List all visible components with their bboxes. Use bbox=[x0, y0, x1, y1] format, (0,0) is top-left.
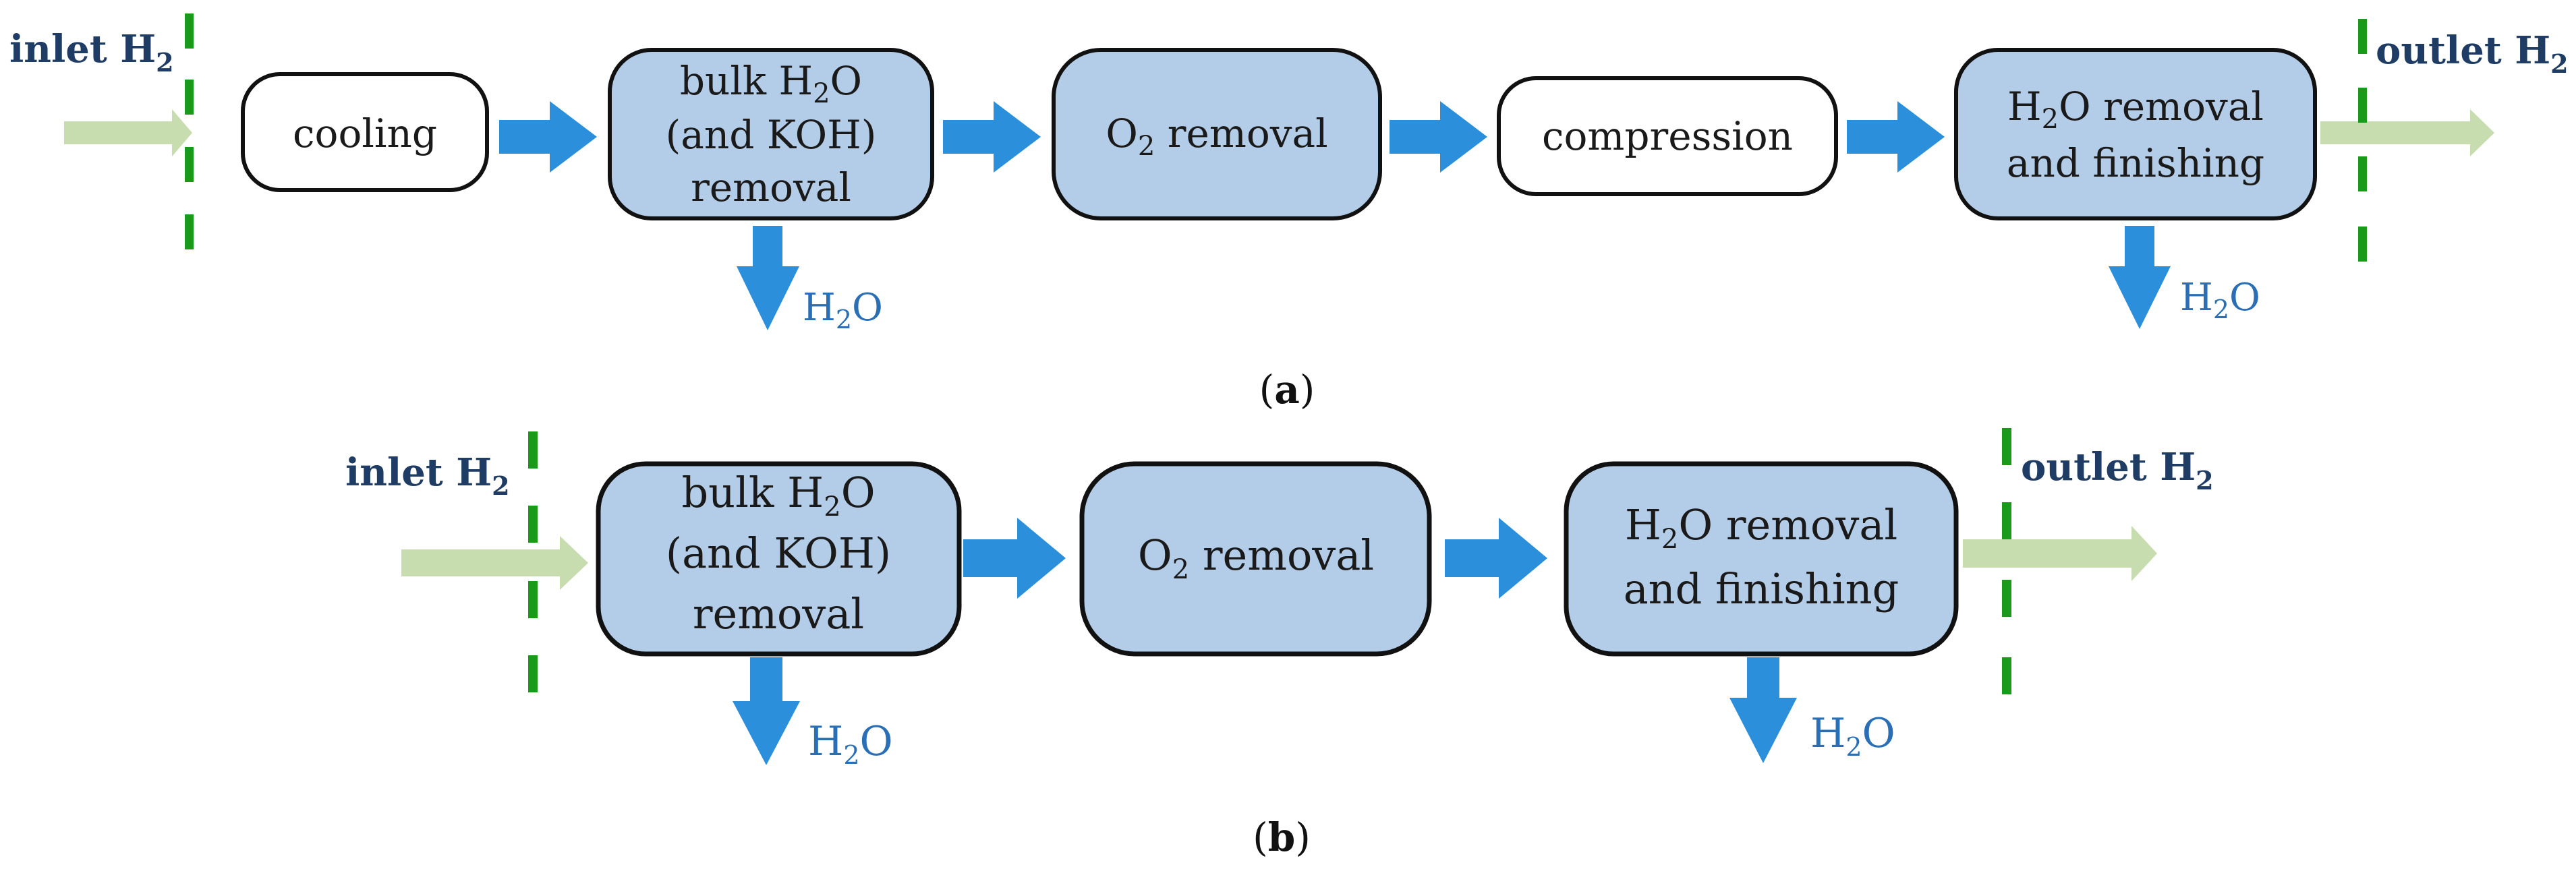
oxygen-removal-box-b: O2 removal bbox=[1079, 461, 1432, 657]
water-label-b2: H2O bbox=[1810, 710, 1895, 762]
outlet-boundary-line-b bbox=[2002, 428, 2011, 694]
finishing-box-a: H2O removal and finishing bbox=[1954, 48, 2317, 220]
diagram-b: inlet H2 bulk H2O (and KOH) removal H2O bbox=[345, 428, 2214, 860]
water-out-arrow-b2 bbox=[1729, 657, 1797, 763]
cooling-box: cooling bbox=[241, 72, 489, 192]
bulk-water-line3-b: removal bbox=[693, 589, 864, 638]
compression-label: compression bbox=[1542, 113, 1793, 159]
bulk-water-line2-b: (and KOH) bbox=[666, 529, 891, 578]
flow-arrow-b2 bbox=[1445, 518, 1547, 599]
oxygen-removal-box-a: O2 removal bbox=[1052, 48, 1382, 220]
water-label-b1: H2O bbox=[808, 718, 893, 770]
caption-a: (a) bbox=[1259, 367, 1315, 413]
flow-arrow-b1 bbox=[963, 518, 1066, 599]
water-out-arrow-b1 bbox=[733, 657, 800, 765]
finishing-line1-b: H2O removal bbox=[1625, 500, 1897, 555]
water-label-a1: H2O bbox=[803, 286, 883, 334]
inlet-label-b: inlet H2 bbox=[345, 450, 510, 501]
outlet-gas-arrow-a bbox=[2320, 109, 2494, 156]
bulk-water-line1: bulk H2O bbox=[680, 58, 862, 109]
compression-box: compression bbox=[1497, 76, 1838, 196]
outlet-label-b: outlet H2 bbox=[2021, 445, 2214, 495]
diagram-a: inlet H2 cooling bulk H2O (and KOH) remo… bbox=[9, 13, 2569, 413]
water-out-arrow-a1 bbox=[737, 226, 799, 330]
inlet-gas-arrow-a bbox=[64, 109, 192, 156]
bulk-water-removal-box-a: bulk H2O (and KOH) removal bbox=[608, 48, 934, 220]
bulk-water-line3: removal bbox=[691, 164, 851, 210]
outlet-boundary-line-a bbox=[2358, 19, 2367, 262]
bulk-water-removal-box-b: bulk H2O (and KOH) removal bbox=[596, 461, 962, 657]
inlet-label-a: inlet H2 bbox=[9, 27, 174, 78]
water-out-arrow-a2 bbox=[2109, 226, 2171, 329]
cooling-label: cooling bbox=[293, 111, 437, 156]
flow-arrow-a1 bbox=[499, 101, 597, 173]
finishing-line1-a: H2O removal bbox=[2007, 84, 2264, 135]
bulk-water-line1-b: bulk H2O bbox=[681, 468, 875, 522]
oxygen-removal-label-b: O2 removal bbox=[1138, 531, 1374, 585]
outlet-gas-arrow-b bbox=[1963, 526, 2157, 581]
finishing-line2-b: and finishing bbox=[1624, 564, 1899, 613]
inlet-gas-arrow-b bbox=[401, 536, 588, 590]
flow-arrow-a2 bbox=[943, 101, 1041, 173]
outlet-label-a: outlet H2 bbox=[2376, 28, 2569, 79]
oxygen-removal-label-a: O2 removal bbox=[1106, 111, 1327, 162]
water-label-a2: H2O bbox=[2180, 276, 2260, 324]
finishing-line2-a: and finishing bbox=[2007, 140, 2264, 186]
inlet-boundary-line-a bbox=[185, 13, 194, 249]
inlet-boundary-line-b bbox=[528, 431, 538, 692]
caption-b: (b) bbox=[1253, 814, 1311, 860]
finishing-box-b: H2O removal and finishing bbox=[1564, 461, 1959, 657]
bulk-water-line2: (and KOH) bbox=[666, 112, 877, 158]
flow-arrow-a4 bbox=[1847, 101, 1945, 173]
flow-arrow-a3 bbox=[1390, 101, 1487, 173]
